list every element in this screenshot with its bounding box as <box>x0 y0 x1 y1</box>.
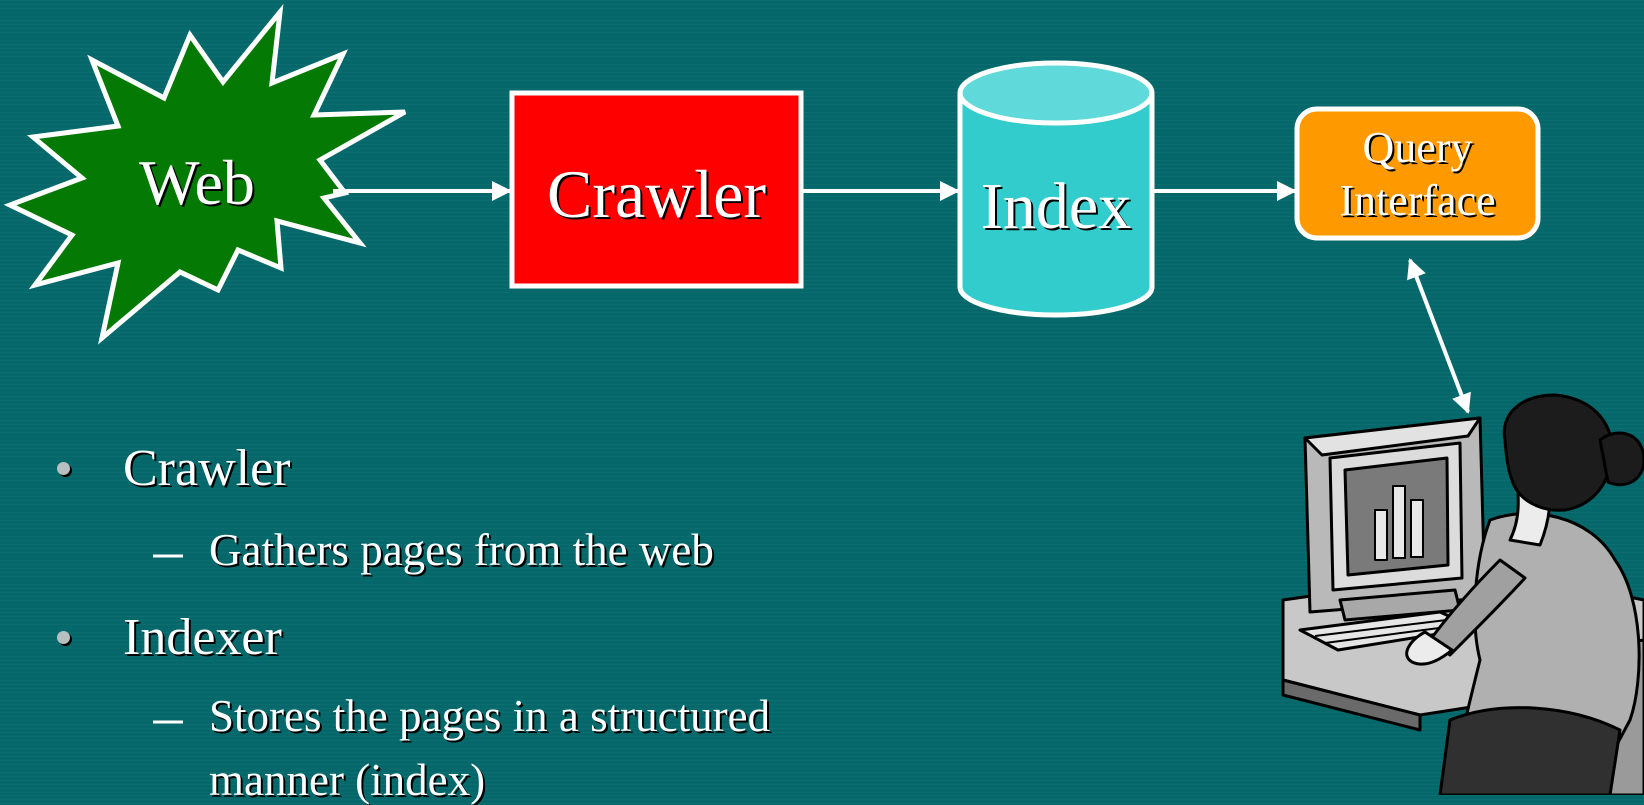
index-cylinder-shape <box>957 60 1155 318</box>
query-interface-box-shape <box>1294 106 1541 241</box>
sub-bullet-indexer-1: Stores the pages in a structured <box>209 691 771 741</box>
bullet-dot-2 <box>57 631 70 644</box>
sub-bullet-indexer-2: manner (index) <box>209 755 486 805</box>
query-label-line1: Query <box>1362 123 1473 172</box>
web-starburst-shape <box>3 3 407 345</box>
bullet-dot-1 <box>57 462 70 475</box>
crawler-label: Crawler <box>546 156 766 232</box>
person-at-computer-icon <box>1281 393 1644 795</box>
bullet-indexer: Indexer <box>123 609 282 666</box>
index-label: Index <box>980 170 1132 243</box>
bullet-crawler: Crawler <box>123 440 291 497</box>
arrow-query-user-bidirectional <box>1407 258 1471 414</box>
query-label-line2: Interface <box>1339 175 1496 225</box>
web-label: Web <box>139 147 255 218</box>
query-interface-label: Query Interface <box>1297 122 1538 228</box>
crawler-box-shape <box>509 90 804 289</box>
sub-bullet-crawler-1: Gathers pages from the web <box>209 525 714 575</box>
